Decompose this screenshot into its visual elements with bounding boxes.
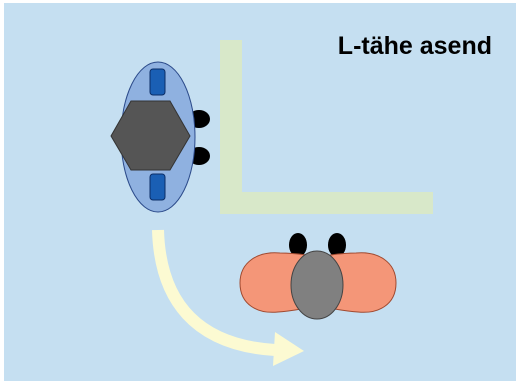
bottom-figure-head	[291, 251, 343, 319]
top-figure-foot-lower	[150, 174, 165, 200]
movement-arrowhead	[273, 332, 304, 366]
diagram-title: L-tähe asend	[338, 32, 492, 61]
top-figure-foot-upper	[150, 69, 165, 95]
bottom-figure	[240, 233, 396, 319]
top-figure	[111, 62, 210, 212]
l-shape-marker	[220, 40, 433, 214]
